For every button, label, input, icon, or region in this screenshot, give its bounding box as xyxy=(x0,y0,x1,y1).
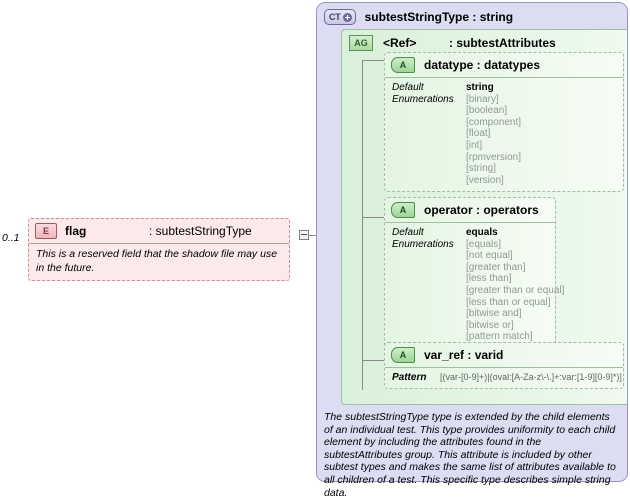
enumeration-item: [equals] xyxy=(466,238,502,250)
facet-label-column: Default Enumerations xyxy=(392,227,466,343)
attribute-group-header: AG <Ref> : subtestAttributes xyxy=(342,30,627,55)
cardinality-label: 0..1 xyxy=(2,232,20,244)
attribute-box-datatype[interactable]: A datatype : datatypes Default Enumerati… xyxy=(384,52,624,193)
element-type: : subtestStringType xyxy=(149,224,252,238)
enumeration-item: [binary] xyxy=(466,93,499,105)
plus-icon[interactable] xyxy=(342,12,352,22)
facet-label-default: Default xyxy=(392,227,424,238)
tree-branch-datatype xyxy=(362,60,384,61)
complex-type-badge-icon: CT xyxy=(324,9,356,25)
facet-label-column: Default Enumerations xyxy=(392,82,466,186)
facet-default-value: string xyxy=(466,82,494,93)
attribute-group-ref-name: <Ref> xyxy=(383,36,417,50)
facet-value-column: string [binary] [boolean] [component] [f… xyxy=(466,82,521,186)
facet-value-column: equals [equals] [not equal] [greater tha… xyxy=(466,227,564,343)
facet-pattern-value: [(var-[0-9]+)|(oval:[A-Za-z\-\.]+:var:[1… xyxy=(440,372,622,382)
facet-label-pattern: Pattern xyxy=(392,372,427,383)
enumeration-item: [not equal] xyxy=(466,250,513,262)
facet-label-enumerations: Enumerations xyxy=(392,93,454,105)
attribute-header-datatype: A datatype : datatypes xyxy=(385,53,623,78)
enumeration-item: [greater than] xyxy=(466,261,526,273)
complex-type-title: subtestStringType : string xyxy=(364,10,514,24)
facet-label-default: Default xyxy=(392,82,424,93)
attribute-box-operator[interactable]: A operator : operators Default Enumerati… xyxy=(384,197,564,349)
attribute-title-operator: operator : operators xyxy=(424,203,539,217)
attribute-facets-operator: Default Enumerations equals [equals] [no… xyxy=(385,223,564,348)
enumeration-item: [bitwise or] xyxy=(466,319,514,331)
enumeration-item: [less than] xyxy=(466,273,512,285)
tree-trunk-line xyxy=(362,60,363,390)
enumeration-item: [float] xyxy=(466,128,491,140)
enumeration-item: [version] xyxy=(466,174,504,186)
attribute-group-type: : subtestAttributes xyxy=(449,36,556,50)
enumeration-item: [bitwise and] xyxy=(466,308,522,320)
attribute-group-box: AG <Ref> : subtestAttributes A datatype … xyxy=(341,29,627,405)
enumeration-item: [greater than or equal] xyxy=(466,284,565,296)
complex-type-panel: CT subtestStringType : string AG <Ref> :… xyxy=(316,2,628,499)
attribute-facets-var-ref: Pattern [(var-[0-9]+)|(oval:[A-Za-z\-\.]… xyxy=(385,368,623,388)
attribute-header-operator: A operator : operators xyxy=(385,198,555,223)
attribute-facets-datatype: Default Enumerations string [binary] [bo… xyxy=(385,78,623,191)
element-flag-group: 0..1 E flag : subtestStringType This is … xyxy=(0,218,310,282)
complex-type-annotation: The subtestStringType type is extended b… xyxy=(324,411,616,499)
enumeration-item: [less than or equal] xyxy=(466,296,551,308)
enumeration-item: [int] xyxy=(466,139,483,151)
tree-branch-operator xyxy=(362,217,384,218)
enumeration-item: [pattern match] xyxy=(466,331,533,343)
attribute-badge-icon: A xyxy=(391,57,415,73)
attribute-title-var-ref: var_ref : varid xyxy=(424,348,504,362)
element-header: E flag : subtestStringType xyxy=(29,219,289,244)
enumeration-item: [rpmversion] xyxy=(466,151,522,163)
attribute-badge-icon: A xyxy=(391,347,415,363)
attribute-group-badge-icon: AG xyxy=(349,35,373,51)
element-name: flag xyxy=(65,224,87,238)
tree-branch-varref xyxy=(362,360,384,361)
enumeration-item: [component] xyxy=(466,116,522,128)
attribute-header-var-ref: A var_ref : varid xyxy=(385,343,623,368)
attribute-title-datatype: datatype : datatypes xyxy=(424,58,541,72)
facet-label-enumerations: Enumerations xyxy=(392,238,454,250)
attribute-box-var-ref[interactable]: A var_ref : varid Pattern [(var-[0-9]+)|… xyxy=(384,342,624,389)
facet-default-value: equals xyxy=(466,227,498,238)
enumeration-item: [string] xyxy=(466,163,497,175)
complex-type-header: CT subtestStringType : string xyxy=(317,3,627,30)
enumeration-item: [boolean] xyxy=(466,105,508,117)
element-box-flag[interactable]: E flag : subtestStringType This is a res… xyxy=(28,218,290,282)
attribute-badge-icon: A xyxy=(391,202,415,218)
element-documentation: This is a reserved field that the shadow… xyxy=(36,248,278,274)
expand-collapse-toggle-icon[interactable] xyxy=(299,230,309,240)
element-badge-icon: E xyxy=(35,223,57,239)
